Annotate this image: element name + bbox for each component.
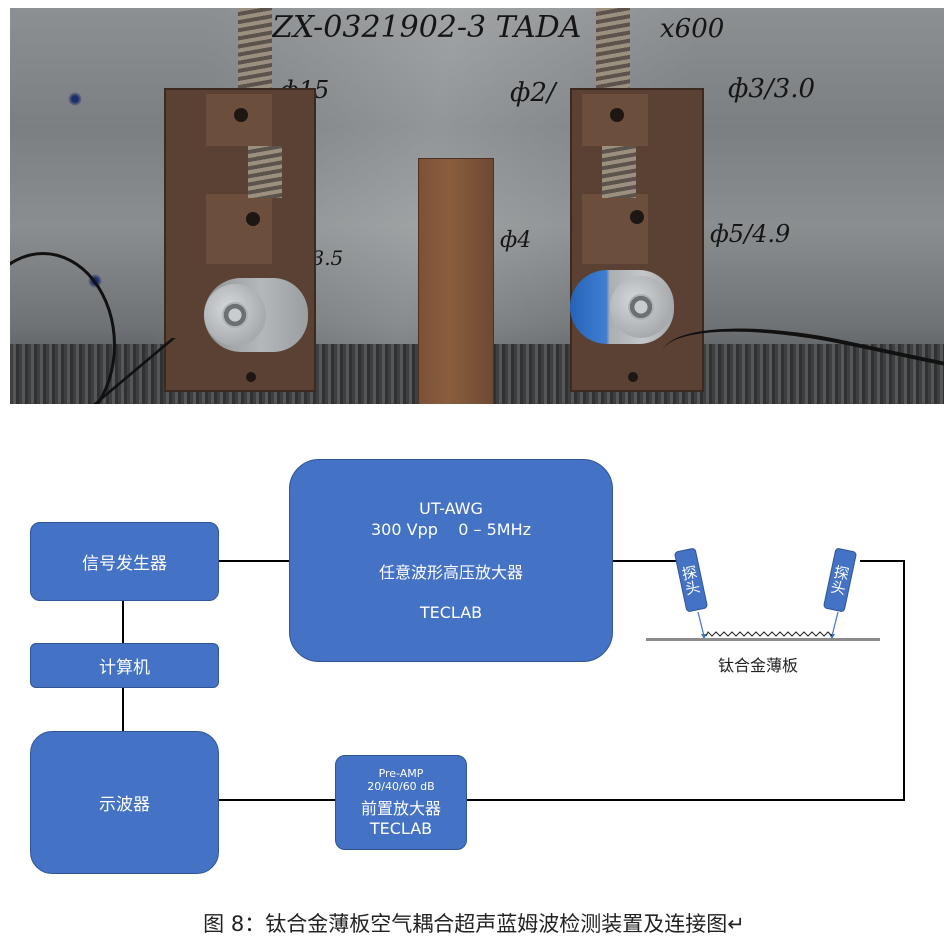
received-beam <box>831 611 839 637</box>
oscilloscope-box: 示波器 <box>30 731 219 874</box>
preamp-gain: 20/40/60 dB <box>367 780 435 793</box>
preamp-box: Pre-AMP 20/40/60 dB 前置放大器 TECLAB <box>335 755 467 850</box>
incident-beam <box>697 611 705 637</box>
signal-generator-label: 信号发生器 <box>82 554 167 574</box>
lamb-wave-graphic <box>697 611 839 639</box>
plate-mark <box>68 92 82 106</box>
line-right-vertical <box>903 560 905 801</box>
amplifier-model: UT-AWG <box>419 499 483 518</box>
handwriting-hole-5: ф5/4.9 <box>710 220 791 248</box>
titanium-plate <box>646 638 880 641</box>
handwriting-size-top: x600 <box>660 14 725 44</box>
probe-right: 探头 <box>822 547 858 613</box>
line-to-preamp <box>466 799 905 801</box>
computer-label: 计算机 <box>99 658 150 678</box>
line-preamp-to-scope <box>218 799 336 801</box>
threaded-rod-left <box>238 8 272 98</box>
preamp-brand: TECLAB <box>369 819 433 838</box>
threaded-rod-right-lower <box>602 146 636 198</box>
incident-arrow <box>701 634 707 639</box>
line-generator-to-amp <box>218 560 290 562</box>
oscilloscope-label: 示波器 <box>99 795 150 815</box>
preamp-name: 前置放大器 <box>360 799 441 818</box>
transducer-right <box>570 270 674 344</box>
received-arrow <box>829 634 835 639</box>
amplifier-spec: 300 Vpp 0 – 5MHz <box>371 520 531 539</box>
figure-caption: 图 8：钛合金薄板空气耦合超声蓝姆波检测装置及连接图↵ <box>203 912 745 936</box>
threaded-rod-left-lower <box>248 146 282 198</box>
amplifier-box: UT-AWG 300 Vpp 0 – 5MHz 任意波形高压放大器 TECLAB <box>289 459 613 662</box>
handwriting-hole-3: ф3/3.0 <box>728 74 816 104</box>
plate-label: 钛合金薄板 <box>718 656 799 675</box>
setup-photo: ZX-0321902-3 TADA ф15 ф2/ ф3/3.0 ф4 ф5/4… <box>10 8 944 404</box>
transducer-left <box>204 278 308 352</box>
line-probe-right-out <box>860 560 904 562</box>
line-computer-to-scope <box>122 687 124 731</box>
computer-box: 计算机 <box>30 643 219 688</box>
handwriting-hole-2: ф2/ <box>510 78 556 108</box>
threaded-rod-right <box>596 8 630 98</box>
line-amp-to-probe <box>612 560 682 562</box>
steel-block <box>418 158 494 404</box>
handwriting-code: ZX-0321902-3 TADA <box>272 10 582 45</box>
preamp-model: Pre-AMP <box>378 767 424 780</box>
signal-generator-box: 信号发生器 <box>30 522 219 601</box>
handwriting-hole-4: ф4 <box>500 228 532 253</box>
amplifier-brand: TECLAB <box>419 603 483 622</box>
line-generator-to-computer <box>122 600 124 643</box>
probe-left: 探头 <box>673 547 709 613</box>
lamb-wave <box>705 631 833 637</box>
amplifier-name: 任意波形高压放大器 <box>378 563 523 582</box>
